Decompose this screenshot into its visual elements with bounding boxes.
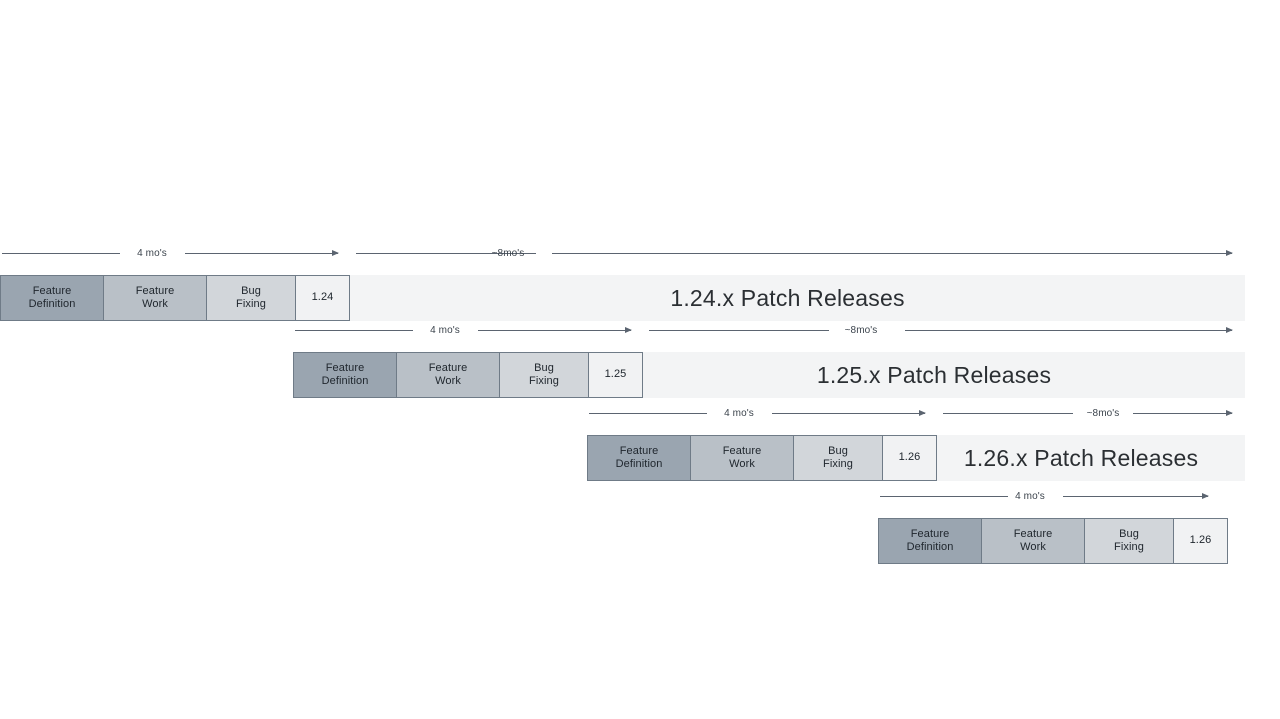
phase-box-group-next: Feature Definition Feature Work Bug Fixi… xyxy=(878,518,1228,564)
phase-label-line1: Bug xyxy=(241,284,261,297)
phase-label-line2: Work xyxy=(729,458,755,470)
dimension-arrow-dev-cycle-1-26: 4 mo's xyxy=(587,408,927,430)
phase-box-bug-fixing[interactable]: Bug Fixing xyxy=(1084,518,1174,564)
dimension-line-right-arrow xyxy=(185,250,339,256)
timeline-row-next: 4 mo's Feature Definition Feature Work B… xyxy=(878,491,1231,564)
dimension-line-left xyxy=(356,253,536,254)
phase-box-bug-fixing[interactable]: Bug Fixing xyxy=(793,435,883,481)
phase-label-line1: Bug xyxy=(828,444,848,457)
dimension-label-dev-cycle: 4 mo's xyxy=(1015,491,1045,502)
version-label: 1.26 xyxy=(1189,534,1212,547)
timeline-row-1-26: 4 mo's ~8mo's 1.26.x Patch Releases Feat… xyxy=(587,408,1245,481)
timeline-row-1-25: 4 mo's ~8mo's 1.25.x Patch Releases Feat… xyxy=(293,325,1245,398)
dimension-line-right-arrow xyxy=(905,327,1233,333)
dimension-label-dev-cycle: 4 mo's xyxy=(137,248,167,259)
phase-label-line2: Definition xyxy=(615,458,663,470)
phase-label-line1: Feature xyxy=(1013,527,1053,540)
phase-box-feature-work[interactable]: Feature Work xyxy=(396,352,500,398)
phase-label-line2: Fixing xyxy=(236,298,266,310)
dimension-line-right-arrow xyxy=(1063,493,1209,499)
version-label: 1.24 xyxy=(311,291,334,304)
phase-box-bug-fixing[interactable]: Bug Fixing xyxy=(499,352,589,398)
phase-label-line2: Definition xyxy=(28,298,76,310)
phase-label-line2: Fixing xyxy=(1114,541,1144,553)
phase-label-line1: Bug xyxy=(1119,527,1139,540)
phase-label-line1: Feature xyxy=(32,284,72,297)
version-chip[interactable]: 1.24 xyxy=(295,275,350,321)
dimension-arrow-dev-cycle-1-25: 4 mo's xyxy=(293,325,633,347)
phase-box-bug-fixing[interactable]: Bug Fixing xyxy=(206,275,296,321)
patch-release-label: 1.24.x Patch Releases xyxy=(670,284,905,311)
dimension-line-left xyxy=(295,330,413,331)
dimension-label-dev-cycle: 4 mo's xyxy=(724,408,754,419)
phase-label-line2: Fixing xyxy=(529,375,559,387)
dimension-label-patch-window: ~8mo's xyxy=(844,325,878,336)
phase-box-feature-definition[interactable]: Feature Definition xyxy=(293,352,397,398)
phase-label-line1: Feature xyxy=(135,284,175,297)
patch-release-band-1-26: 1.26.x Patch Releases xyxy=(917,435,1245,481)
dimension-line-left xyxy=(943,413,1073,414)
version-label: 1.26 xyxy=(898,451,921,464)
phase-box-group-1-26: Feature Definition Feature Work Bug Fixi… xyxy=(587,435,937,481)
dimension-arrow-dev-cycle-1-24: 4 mo's xyxy=(0,248,340,270)
version-chip[interactable]: 1.26 xyxy=(882,435,937,481)
phase-box-feature-work[interactable]: Feature Work xyxy=(981,518,1085,564)
phase-label-line1: Feature xyxy=(619,444,659,457)
patch-release-label: 1.25.x Patch Releases xyxy=(816,361,1052,388)
dimension-line-left xyxy=(2,253,120,254)
phase-label-line2: Work xyxy=(1020,541,1046,553)
dimension-arrow-patch-window-1-26: ~8mo's xyxy=(943,408,1233,430)
phase-label-line2: Definition xyxy=(321,375,369,387)
phase-box-feature-definition[interactable]: Feature Definition xyxy=(878,518,982,564)
dimension-line-left xyxy=(880,496,1008,497)
phase-label-line1: Feature xyxy=(910,527,950,540)
dimension-line-right-arrow xyxy=(1133,410,1233,416)
phase-label-line2: Work xyxy=(435,375,461,387)
dimension-label-patch-window: ~8mo's xyxy=(491,248,525,259)
phase-label-line1: Feature xyxy=(722,444,762,457)
phase-box-feature-definition[interactable]: Feature Definition xyxy=(0,275,104,321)
dimension-label-dev-cycle: 4 mo's xyxy=(430,325,460,336)
dimension-line-right-arrow xyxy=(478,327,632,333)
phase-label-line2: Work xyxy=(142,298,168,310)
dimension-line-left xyxy=(649,330,829,331)
phase-box-feature-work[interactable]: Feature Work xyxy=(103,275,207,321)
patch-release-label: 1.26.x Patch Releases xyxy=(963,444,1199,471)
dimension-arrow-patch-window-1-25: ~8mo's xyxy=(649,325,1233,347)
patch-release-band-1-24: 1.24.x Patch Releases xyxy=(330,275,1245,321)
dimension-line-left xyxy=(589,413,707,414)
timeline-row-1-24: 4 mo's ~8mo's 1.24.x Patch Releases Feat… xyxy=(0,248,1245,321)
phase-label-line2: Fixing xyxy=(823,458,853,470)
phase-label-line2: Definition xyxy=(906,541,954,553)
dimension-arrow-dev-cycle-next: 4 mo's xyxy=(878,491,1218,513)
dimension-line-right-arrow xyxy=(772,410,926,416)
phase-box-feature-work[interactable]: Feature Work xyxy=(690,435,794,481)
version-chip[interactable]: 1.26 xyxy=(1173,518,1228,564)
phase-box-group-1-25: Feature Definition Feature Work Bug Fixi… xyxy=(293,352,643,398)
phase-label-line1: Feature xyxy=(325,361,365,374)
dimension-arrow-patch-window-1-24: ~8mo's xyxy=(356,248,1233,270)
patch-release-band-1-25: 1.25.x Patch Releases xyxy=(623,352,1245,398)
phase-box-group-1-24: Feature Definition Feature Work Bug Fixi… xyxy=(0,275,350,321)
version-chip[interactable]: 1.25 xyxy=(588,352,643,398)
phase-label-line1: Bug xyxy=(534,361,554,374)
dimension-label-patch-window: ~8mo's xyxy=(1086,408,1120,419)
phase-label-line1: Feature xyxy=(428,361,468,374)
dimension-line-right-arrow xyxy=(552,250,1233,256)
version-label: 1.25 xyxy=(604,368,627,381)
phase-box-feature-definition[interactable]: Feature Definition xyxy=(587,435,691,481)
